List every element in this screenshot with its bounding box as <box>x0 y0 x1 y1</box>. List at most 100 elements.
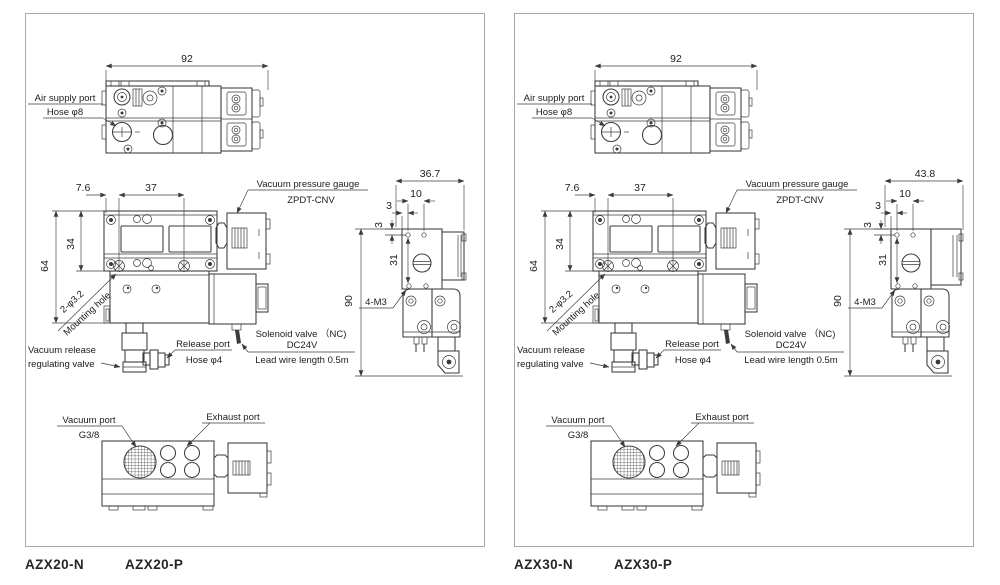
gauge-block-bottom <box>702 442 761 498</box>
exhaust-port-label-text: Exhaust port <box>695 412 749 423</box>
side-body <box>401 228 467 290</box>
exhaust-openings <box>648 444 690 479</box>
gauge-block-top <box>709 87 753 152</box>
holes-label-text: 4-M3 <box>854 297 876 308</box>
model-name-right: AZX30-P <box>614 557 673 572</box>
top-view: 92 <box>28 53 269 154</box>
solenoid-label-line3: Lead wire length 0.5m <box>255 355 349 366</box>
dim-top-width: 92 <box>670 53 682 65</box>
vacuum-port-label-line1: Vacuum port <box>551 415 605 426</box>
release-valve-label-line2: regulating valve <box>28 359 95 370</box>
gauge-block-top <box>220 87 264 152</box>
solenoid-label: Solenoid valve （NC) DC24V Lead wire leng… <box>730 328 844 366</box>
release-port-label-line2: Hose φ4 <box>186 355 222 366</box>
solenoid-label-line2: DC24V <box>287 340 318 351</box>
drawing-panel: 92 <box>25 13 485 547</box>
dim-body-height: 34 <box>65 238 77 250</box>
dim-top-width: 92 <box>181 53 193 65</box>
exhaust-port-label-text: Exhaust port <box>206 412 260 423</box>
release-valve-label: Vacuum release regulating valve <box>517 345 610 370</box>
front-view: 7.6 37 34 64 <box>517 179 857 373</box>
dim-edge-v: 3 <box>373 222 385 228</box>
solenoid-valve <box>697 273 758 344</box>
gauge-block-bottom <box>213 442 272 498</box>
dim-span: 37 <box>634 182 646 194</box>
vacuum-port-opening <box>123 445 157 479</box>
plug-port <box>641 124 663 146</box>
panel-azx30: 92 <box>514 13 974 572</box>
vacuum-gauge <box>704 212 760 270</box>
mounting-screw-left <box>602 260 614 272</box>
dim-offset: 7.6 <box>76 182 91 194</box>
side-view: 36.7 10 3 3 31 90 <box>343 168 467 377</box>
vacuum-port-label-line1: Vacuum port <box>62 415 116 426</box>
model-names: AZX20-N AZX20-P <box>25 557 485 572</box>
air-supply-port <box>600 121 629 143</box>
model-name-left: AZX30-N <box>514 557 574 572</box>
gauge-label-line2: ZPDT-CNV <box>776 195 824 206</box>
dim-hole-span: 31 <box>877 254 889 266</box>
solenoid-label-line3: Lead wire length 0.5m <box>744 355 838 366</box>
release-port-label-line1: Release port <box>176 339 230 350</box>
exhaust-openings <box>159 444 201 479</box>
release-valve-label-line1: Vacuum release <box>517 345 585 356</box>
dim-hole-span: 31 <box>388 254 400 266</box>
release-fitting <box>610 322 659 373</box>
gauge-label: Vacuum pressure gauge ZPDT-CNV <box>236 179 368 214</box>
exhaust-port-label: Exhaust port <box>675 412 754 447</box>
vacuum-gauge <box>215 212 271 270</box>
ejector-body <box>592 270 699 324</box>
dim-body-height: 34 <box>554 238 566 250</box>
gauge-label-line2: ZPDT-CNV <box>287 195 335 206</box>
model-name-right: AZX20-P <box>125 557 184 572</box>
gauge-label-line1: Vacuum pressure gauge <box>746 179 849 190</box>
dim-total-height: 64 <box>39 260 51 272</box>
solenoid-valve <box>208 273 269 344</box>
top-view: 92 <box>517 53 758 154</box>
side-valves <box>891 288 950 374</box>
release-port-label-line2: Hose φ4 <box>675 355 711 366</box>
vacuum-port-label-line2: G3/8 <box>79 430 100 441</box>
ejector-body <box>103 270 210 324</box>
air-supply-label-line1: Air supply port <box>524 93 585 104</box>
bottom-view: Vacuum port G3/8 Exhaust port <box>546 412 761 511</box>
front-view: 7.6 37 34 64 <box>28 179 368 373</box>
vacuum-port-label: Vacuum port G3/8 <box>546 415 626 448</box>
drawing-panel: 92 <box>514 13 974 547</box>
push-in-fitting <box>602 88 647 107</box>
vacuum-port-label-line2: G3/8 <box>568 430 589 441</box>
holes-label: 4-M3 <box>359 289 407 309</box>
screws <box>606 86 656 154</box>
bottom-view: Vacuum port G3/8 Exhaust port <box>57 412 272 511</box>
release-fitting <box>121 322 170 373</box>
release-valve-label: Vacuum release regulating valve <box>28 345 121 370</box>
side-view: 43.8 10 3 3 31 90 <box>832 168 964 377</box>
air-supply-label-line2: Hose φ8 <box>47 107 83 118</box>
air-supply-label-line1: Air supply port <box>35 93 96 104</box>
controller-body <box>592 210 707 272</box>
model-names: AZX30-N AZX30-P <box>514 557 974 572</box>
vacuum-port-opening <box>612 445 646 479</box>
model-name-left: AZX20-N <box>25 557 85 572</box>
air-supply-label: Air supply port Hose φ8 <box>28 93 117 127</box>
exhaust-port-label: Exhaust port <box>186 412 265 447</box>
holes-label-text: 4-M3 <box>365 297 387 308</box>
vacuum-port-label: Vacuum port G3/8 <box>57 415 137 448</box>
push-in-fitting <box>113 88 158 107</box>
holes-label: 4-M3 <box>848 289 896 309</box>
solenoid-label-line1: Solenoid valve （NC) <box>256 328 347 340</box>
dim-offset: 7.6 <box>565 182 580 194</box>
solenoid-label-line1: Solenoid valve （NC) <box>745 328 836 340</box>
side-valves <box>402 288 461 374</box>
release-valve-label-line2: regulating valve <box>517 359 584 370</box>
dim-hole-pitch: 10 <box>410 188 422 200</box>
panel-azx20: 92 <box>25 13 485 572</box>
air-supply-port <box>111 121 140 143</box>
dim-height: 90 <box>343 295 355 307</box>
dim-edge-v: 3 <box>862 222 874 228</box>
dim-side-width: 36.7 <box>420 168 441 180</box>
gauge-label: Vacuum pressure gauge ZPDT-CNV <box>725 179 857 214</box>
screws <box>117 86 167 154</box>
release-port-label: Release port Hose φ4 <box>166 339 232 366</box>
air-supply-label-line2: Hose φ8 <box>536 107 572 118</box>
